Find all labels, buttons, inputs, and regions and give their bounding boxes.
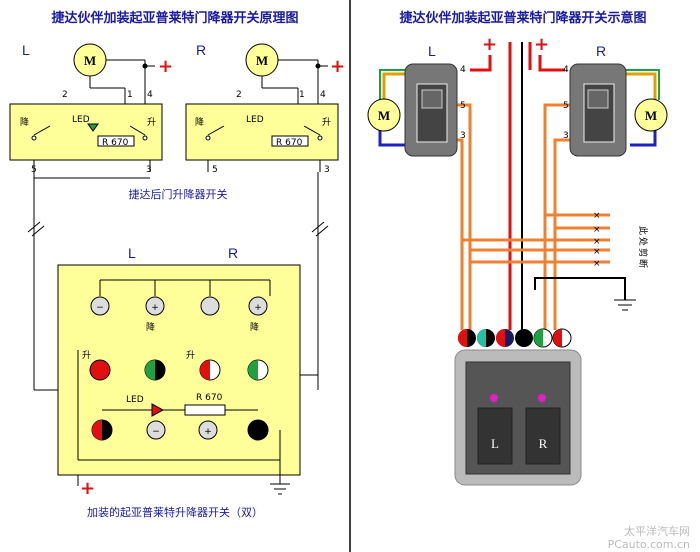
pin-4-L: 4 bbox=[147, 90, 153, 100]
switch-L-label: L bbox=[491, 436, 499, 451]
resistor-R-icon bbox=[271, 135, 309, 147]
ground-symbol-right bbox=[614, 299, 636, 311]
resistor-L-icon bbox=[97, 135, 135, 147]
pin-5-R: 5 bbox=[212, 165, 218, 175]
wire-pin-5-L: 5 bbox=[460, 101, 466, 111]
svg-text:×: × bbox=[593, 259, 601, 269]
wire-pin-3-R: 3 bbox=[563, 131, 569, 141]
bottom-plus: + bbox=[80, 478, 95, 499]
svg-text:×: × bbox=[593, 237, 601, 247]
switch-button-L bbox=[477, 407, 513, 465]
panel-down-R: 降 bbox=[250, 321, 259, 333]
led-L-icon bbox=[87, 123, 99, 132]
indicator-L-icon bbox=[490, 394, 498, 402]
wiring-label-R: R bbox=[596, 43, 606, 59]
switch-R-box bbox=[185, 103, 339, 161]
pin-2-R: 2 bbox=[236, 90, 242, 100]
led-L: LED bbox=[72, 115, 90, 125]
wiring-motor-L: M bbox=[378, 108, 390, 123]
svg-text:×: × bbox=[593, 211, 601, 221]
panel-up-R: 升 bbox=[186, 350, 195, 361]
resistor-R: R 670 bbox=[276, 138, 303, 148]
left-title: 捷达伙伴加装起亚普莱特门降器开关原理图 bbox=[51, 10, 298, 26]
pin-2-L: 2 bbox=[62, 90, 68, 100]
svg-text:−: − bbox=[152, 427, 160, 437]
pin-3-L: 3 bbox=[146, 165, 152, 175]
panel-label-R: R bbox=[228, 245, 238, 261]
connector-plugs bbox=[458, 328, 572, 348]
svg-text:+: + bbox=[204, 427, 212, 437]
plus-L: + bbox=[158, 56, 173, 77]
panel-up-L: 升 bbox=[82, 350, 91, 361]
wiring-motor-R: M bbox=[645, 108, 657, 123]
red-terminal-icon bbox=[89, 359, 111, 381]
down-R: 降 bbox=[195, 116, 204, 128]
wire-pin-4-L: 4 bbox=[460, 65, 466, 75]
panel-label-L: L bbox=[128, 245, 136, 261]
indicator-R-icon bbox=[538, 394, 546, 402]
svg-text:+: + bbox=[151, 303, 159, 313]
up-L: 升 bbox=[147, 117, 156, 128]
cut-here-note: 此处剪断 bbox=[637, 226, 649, 268]
svg-text:×: × bbox=[593, 225, 601, 235]
pin-4-R: 4 bbox=[320, 90, 326, 100]
wiring-illustration: L R + + × bbox=[367, 34, 668, 486]
svg-text:×: × bbox=[593, 247, 601, 257]
motor-R-label: M bbox=[256, 53, 268, 68]
motor-L-label: M bbox=[84, 53, 96, 68]
pin-1-L: 1 bbox=[127, 90, 133, 100]
wire-pin-4-R: 4 bbox=[563, 65, 569, 75]
led-R: LED bbox=[246, 115, 264, 125]
label-R-top: R bbox=[196, 42, 206, 58]
panel-down-L: 降 bbox=[146, 321, 155, 333]
svg-text:−: − bbox=[96, 303, 104, 313]
wire-pin-3-L: 3 bbox=[460, 131, 466, 141]
original-switch-caption: 捷达后门升降器开关 bbox=[129, 187, 228, 201]
panel-resistor: R 670 bbox=[196, 393, 223, 403]
switch-L-box bbox=[9, 103, 163, 161]
down-L: 降 bbox=[20, 116, 29, 128]
wiring-plus-left: + bbox=[482, 34, 497, 55]
schematic-wires bbox=[27, 172, 329, 391]
watermark-line1: 太平洋汽车网 bbox=[624, 524, 690, 538]
label-L-top: L bbox=[22, 42, 30, 58]
panel-led: LED bbox=[126, 395, 144, 405]
watermark-line2: PCauto.com.cn bbox=[608, 538, 690, 551]
original-switch-L: L M + 2 1 4 降 升 LED R 670 5 3 bbox=[9, 42, 173, 175]
original-switch-R: R M + 2 1 4 降 升 LED R 670 5 3 bbox=[185, 42, 345, 175]
pin-5-L: 5 bbox=[31, 165, 37, 175]
wire-pin-5-R: 5 bbox=[563, 101, 569, 111]
ground-symbol-left bbox=[77, 460, 290, 495]
wiring-plus-right: + bbox=[534, 34, 549, 55]
panel-resistor-icon bbox=[184, 404, 226, 416]
added-switch-panel: L R − + + 降 降 升 升 LED R 670 − + bbox=[57, 245, 301, 476]
plus-R: + bbox=[330, 56, 345, 77]
switch-button-R bbox=[525, 407, 561, 465]
right-title: 捷达伙伴加装起亚普莱特门降器开关示意图 bbox=[399, 10, 646, 26]
wiring-motor-L-icon bbox=[367, 98, 401, 132]
pin-1-R: 1 bbox=[299, 90, 305, 100]
wiring-label-L: L bbox=[428, 43, 436, 59]
switch-R-label: R bbox=[539, 436, 548, 451]
bottom-caption: 加装的起亚普莱特升降器开关（双） bbox=[87, 505, 263, 519]
resistor-L: R 670 bbox=[102, 138, 129, 148]
pin-3-R: 3 bbox=[324, 165, 330, 175]
panel-led-icon bbox=[151, 403, 165, 417]
up-R: 升 bbox=[322, 117, 331, 128]
wiring-motor-R-icon bbox=[634, 98, 668, 132]
svg-text:+: + bbox=[254, 303, 262, 313]
